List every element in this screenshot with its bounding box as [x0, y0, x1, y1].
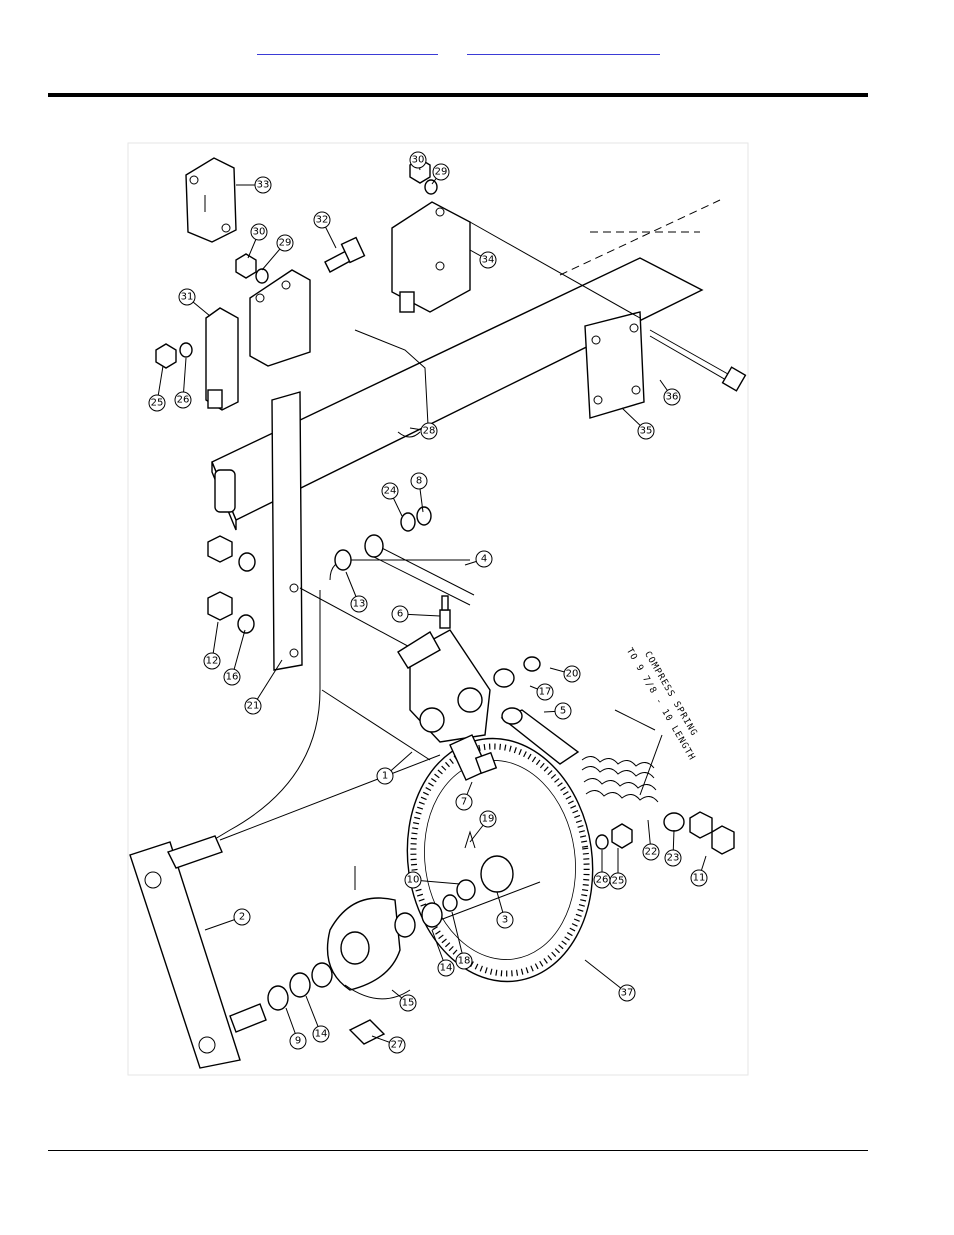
callout-14: 14: [306, 996, 329, 1042]
callout-37: 37: [585, 960, 635, 1001]
callout-27: 27: [372, 1036, 405, 1053]
callout-number: 21: [247, 701, 260, 712]
callout-number: 14: [315, 1029, 328, 1040]
callout-4: 4: [465, 551, 492, 567]
spring-note: COMPRESS SPRING TO 9 7/8 - 10 LENGTH: [624, 640, 709, 763]
callout-number: 15: [402, 998, 415, 1009]
callout-33: 33: [236, 177, 271, 193]
bracket-31: [206, 308, 238, 410]
callout-number: 4: [481, 554, 487, 565]
callout-number: 8: [416, 476, 422, 487]
bracket-33: [186, 158, 236, 242]
callout-number: 14: [440, 963, 453, 974]
callout-number: 28: [423, 426, 436, 437]
callout-16: 16: [224, 630, 245, 685]
spring-note-line-2: TO 9 7/8 - 10 LENGTH: [624, 647, 697, 763]
callout-number: 33: [257, 180, 270, 191]
callout-17: 17: [530, 684, 553, 700]
spring-22: [582, 710, 662, 802]
callout-20: 20: [550, 666, 580, 682]
callout-12: 12: [204, 622, 220, 669]
callout-number: 20: [566, 669, 579, 680]
callout-number: 23: [667, 853, 680, 864]
plate-35: [585, 312, 644, 418]
callout-number: 3: [502, 915, 508, 926]
callout-number: 11: [693, 873, 706, 884]
callout-number: 2: [239, 912, 245, 923]
callout-number: 10: [407, 875, 420, 886]
callout-25: 25: [149, 366, 165, 411]
callout-2: 2: [205, 909, 250, 930]
callout-number: 18: [458, 956, 471, 967]
callout-number: 30: [253, 227, 266, 238]
callout-number: 31: [181, 292, 194, 303]
callout-number: 29: [279, 238, 292, 249]
grease-fitting-6: [440, 596, 450, 628]
callout-32: 32: [314, 212, 336, 248]
callout-35: 35: [622, 408, 654, 439]
callout-29: 29: [432, 164, 449, 184]
clamp-plate-left: [250, 270, 310, 366]
callout-number: 24: [384, 486, 397, 497]
callout-number: 25: [612, 876, 625, 887]
callout-25: 25: [610, 848, 626, 889]
callout-31: 31: [179, 289, 210, 316]
callout-24: 24: [382, 483, 402, 516]
callout-6: 6: [392, 606, 440, 622]
callout-number: 12: [206, 656, 219, 667]
callout-number: 27: [391, 1040, 404, 1051]
callout-number: 1: [382, 771, 388, 782]
callout-36: 36: [660, 380, 680, 405]
callout-26: 26: [594, 850, 610, 888]
callout-23: 23: [665, 830, 681, 866]
callout-8: 8: [411, 473, 427, 512]
callout-number: 25: [151, 398, 164, 409]
callout-number: 6: [397, 609, 403, 620]
callout-number: 32: [316, 215, 329, 226]
callout-number: 19: [482, 814, 495, 825]
callout-number: 5: [560, 706, 566, 717]
callout-number: 26: [177, 395, 190, 406]
bolt-4: [335, 535, 474, 605]
callout-number: 30: [412, 155, 425, 166]
callout-22: 22: [643, 820, 659, 860]
callout-number: 29: [435, 167, 448, 178]
callout-number: 16: [226, 672, 239, 683]
bracket-34: [392, 202, 470, 312]
callout-number: 17: [539, 687, 552, 698]
callout-number: 26: [596, 875, 609, 886]
callout-26: 26: [175, 358, 191, 408]
bolt-32: [325, 238, 364, 272]
callout-number: 9: [295, 1036, 301, 1047]
callout-number: 36: [666, 392, 679, 403]
callout-9: 9: [286, 1008, 306, 1049]
callout-number: 35: [640, 426, 653, 437]
callout-number: 34: [482, 255, 495, 266]
callout-34: 34: [470, 250, 496, 268]
disc-blade-37: [392, 726, 608, 993]
callout-13: 13: [346, 572, 367, 612]
callout-number: 37: [621, 988, 634, 999]
callout-21: 21: [245, 660, 282, 714]
hub-15: [328, 898, 411, 999]
callout-30: 30: [248, 224, 267, 258]
callout-number: 22: [645, 847, 658, 858]
callout-5: 5: [544, 703, 571, 719]
pivot-casting-1: [398, 630, 490, 742]
callout-number: 7: [461, 797, 467, 808]
callout-number: 13: [353, 599, 366, 610]
callout-29: 29: [262, 235, 293, 270]
callout-11: 11: [691, 856, 707, 886]
